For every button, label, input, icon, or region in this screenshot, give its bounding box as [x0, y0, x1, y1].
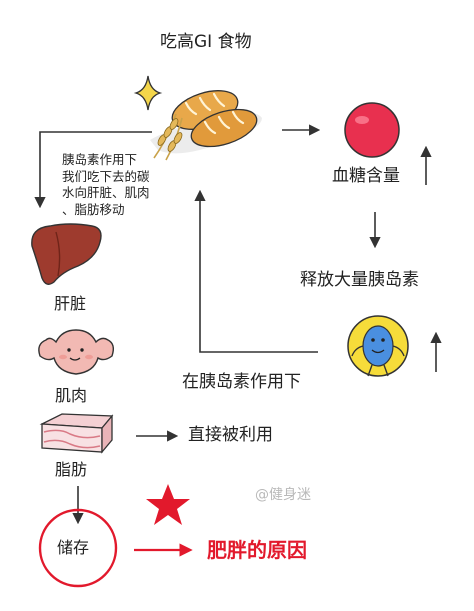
under-insulin-label: 在胰岛素作用下 — [182, 372, 301, 392]
insulin-character-icon — [347, 315, 409, 377]
storage-circle — [38, 508, 118, 588]
watermark: @健身迷 — [255, 487, 311, 503]
fat-label: 脂肪 — [55, 460, 88, 479]
note-line: 水向肝脏、肌肉 — [62, 185, 150, 200]
liver-icon — [31, 223, 102, 285]
blood-sugar-label: 血糖含量 — [332, 166, 400, 186]
used-directly-label: 直接被利用 — [188, 425, 273, 445]
storage-label: 储存 — [57, 538, 90, 557]
bread-icon — [150, 90, 262, 161]
page-title: 吃高GI 食物 — [160, 32, 252, 52]
cause-label: 肥胖的原因 — [207, 538, 307, 562]
muscle-label: 肌肉 — [55, 386, 88, 405]
arrow-to-organs — [34, 131, 152, 209]
fat-icon — [39, 413, 114, 454]
note-line: 、脂肪移动 — [62, 201, 125, 217]
note-line: 胰岛素作用下 — [62, 152, 138, 167]
note-line: 我们吃下去的碳 — [62, 168, 150, 184]
insulin-feedback-arrow — [194, 189, 318, 353]
muscle-icon — [38, 329, 115, 375]
liver-label: 肝脏 — [54, 294, 87, 313]
insulin-release-label: 释放大量胰岛素 — [300, 270, 419, 290]
blood-drop-icon — [344, 102, 400, 158]
sparkle-icon — [133, 75, 163, 111]
star-icon — [146, 484, 190, 525]
